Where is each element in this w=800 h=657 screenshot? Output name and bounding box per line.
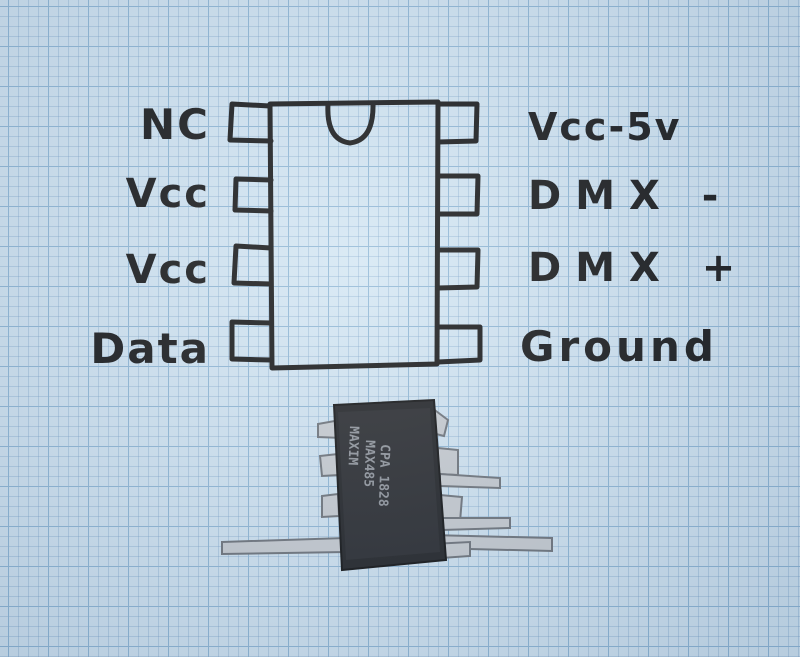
pin-label-vcc-5v: Vcc-5v <box>528 105 682 149</box>
chip-marking-line-1: MAXIM <box>345 426 361 466</box>
ic-chip-photo: MAXIM MAX485 CPA 1828 <box>221 398 553 572</box>
lead-right-1 <box>437 446 459 477</box>
chip-notch <box>325 100 376 146</box>
pin-8-drawing <box>435 101 480 145</box>
pin-7-drawing <box>435 173 481 217</box>
chip-marking-line-3: CPA 1828 <box>375 444 392 507</box>
pin-label-ground: Ground <box>520 322 718 371</box>
lead-right-4 <box>441 517 511 532</box>
pin-label-dmx-minus: DMX - <box>528 173 733 219</box>
pin-label-nc: NC <box>140 100 210 149</box>
pin-label-data: Data <box>90 324 210 373</box>
chip-marking-line-2: MAX485 <box>360 440 377 487</box>
lead-right-2 <box>439 472 501 490</box>
pin-label-vcc-2: Vcc <box>125 247 210 293</box>
pin-1-drawing <box>227 101 274 144</box>
pin-3-drawing <box>231 243 274 287</box>
lead-long-left <box>221 536 348 556</box>
pin-label-dmx-plus: DMX + <box>528 245 750 291</box>
lead-left-3 <box>321 492 341 519</box>
pin-4-drawing <box>229 319 274 363</box>
pin-5-drawing <box>435 324 483 365</box>
pin-6-drawing <box>435 247 481 291</box>
pin-2-drawing <box>232 176 274 214</box>
pin-label-vcc-1: Vcc <box>125 171 210 217</box>
